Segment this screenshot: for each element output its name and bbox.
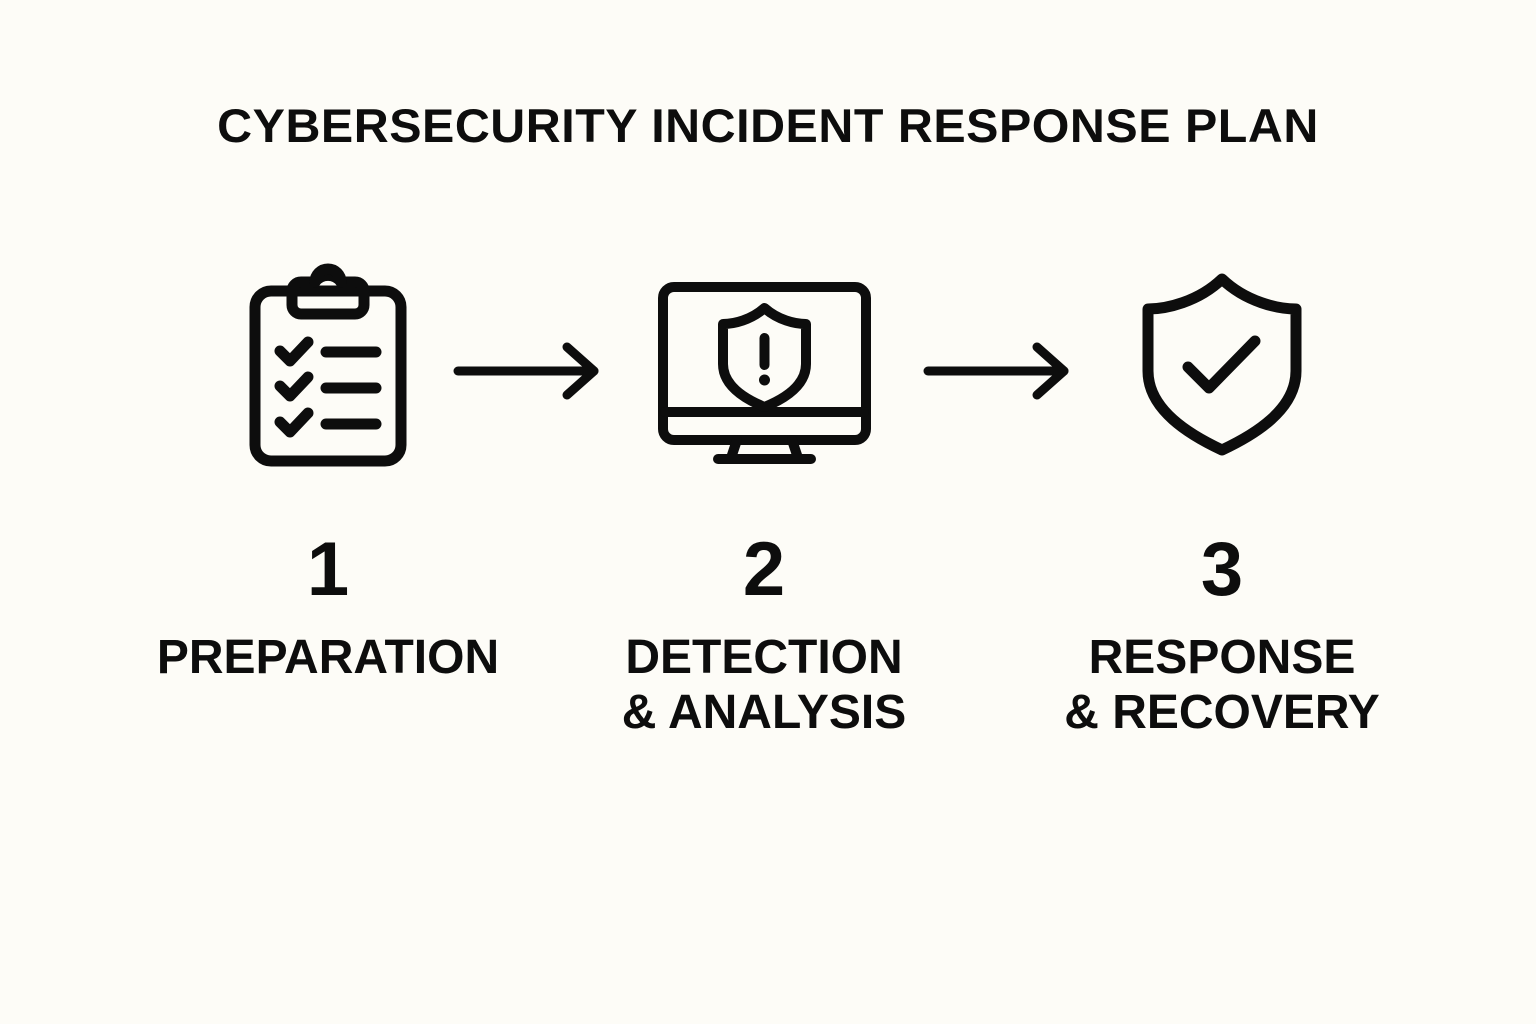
process-step-detection-analysis[interactable]: 2 DETECTION & ANALYSIS: [584, 255, 944, 740]
monitor-shield-alert-glyph: [657, 282, 871, 464]
step-label-preparation: PREPARATION: [156, 631, 500, 684]
shield-check-icon: [1042, 255, 1402, 470]
process-steps-row: 1 PREPARATION: [0, 255, 1536, 755]
step-label-response-recovery: RESPONSE & RECOVERY: [1064, 631, 1380, 739]
page-title: CYBERSECURITY INCIDENT RESPONSE PLAN: [217, 99, 1319, 152]
step-number: 1: [306, 527, 350, 612]
arrow-right-glyph-2: [923, 342, 1069, 400]
step-number: 2: [742, 527, 786, 612]
clipboard-checklist-icon: [148, 255, 508, 470]
arrow-right-icon-1: [452, 341, 604, 401]
step-label-detection-analysis: DETECTION & ANALYSIS: [621, 631, 907, 739]
arrow-right-icon-2: [922, 341, 1074, 401]
clipboard-checklist-glyph: [249, 263, 407, 466]
process-step-preparation[interactable]: 1 PREPARATION: [148, 255, 508, 685]
shield-check-glyph: [1142, 273, 1302, 455]
monitor-shield-alert-icon: [584, 255, 944, 470]
arrow-right-glyph-1: [453, 342, 599, 400]
step-number: 3: [1200, 527, 1244, 612]
process-step-response-recovery[interactable]: 3 RESPONSE & RECOVERY: [1042, 255, 1402, 740]
